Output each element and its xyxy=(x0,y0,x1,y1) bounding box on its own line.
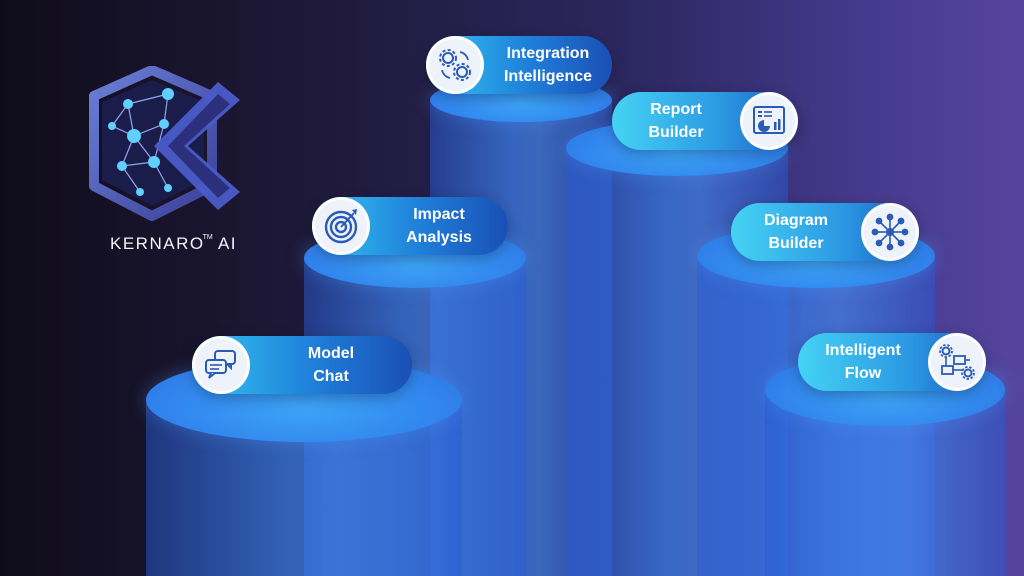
flow-gears-icon xyxy=(928,333,986,391)
feature-label: Report Builder xyxy=(612,98,740,144)
pillar-intelligent-flow xyxy=(765,354,1005,576)
brand-suffix: AI xyxy=(212,234,238,253)
label-line-1: Intelligent xyxy=(825,342,901,359)
target-icon xyxy=(312,197,370,255)
label-line-1: Model xyxy=(307,345,355,362)
feature-intelligent-flow[interactable]: Intelligent Flow xyxy=(798,333,986,391)
chat-bubbles-icon xyxy=(192,336,250,394)
feature-integration-intelligence[interactable]: Integration Intelligence xyxy=(426,36,612,94)
feature-label: Diagram Builder xyxy=(731,209,861,255)
feature-label: Model Chat xyxy=(250,342,412,388)
report-chart-icon xyxy=(740,92,798,150)
label-line-2: Analysis xyxy=(406,229,472,246)
label-line-2: Chat xyxy=(313,368,349,385)
logo-hexagon-icon xyxy=(89,65,240,221)
brand-trademark: TM xyxy=(202,234,213,241)
network-diagram-icon xyxy=(861,203,919,261)
feature-label: Integration Intelligence xyxy=(484,42,612,88)
feature-diagram-builder[interactable]: Diagram Builder xyxy=(731,203,919,261)
pillar-model-chat xyxy=(146,358,462,576)
feature-model-chat[interactable]: Model Chat xyxy=(192,336,412,394)
label-line-1: Diagram xyxy=(763,212,829,229)
label-line-1: Integration xyxy=(506,45,590,62)
label-line-2: Flow xyxy=(844,365,882,382)
feature-label: Impact Analysis xyxy=(370,203,508,249)
label-line-2: Intelligence xyxy=(503,68,593,85)
brand-name: KERNARO xyxy=(110,234,205,253)
label-line-1: Report xyxy=(650,101,702,118)
feature-report-builder[interactable]: Report Builder xyxy=(612,92,798,150)
feature-label: Intelligent Flow xyxy=(798,339,928,385)
kernaro-logo xyxy=(88,65,248,226)
brand-wordmark: KERNAROTM AI xyxy=(110,234,237,254)
feature-impact-analysis[interactable]: Impact Analysis xyxy=(312,197,508,255)
label-line-2: Builder xyxy=(768,235,824,252)
label-line-2: Builder xyxy=(648,124,704,141)
label-line-1: Impact xyxy=(413,206,465,223)
gears-sync-icon xyxy=(426,36,484,94)
